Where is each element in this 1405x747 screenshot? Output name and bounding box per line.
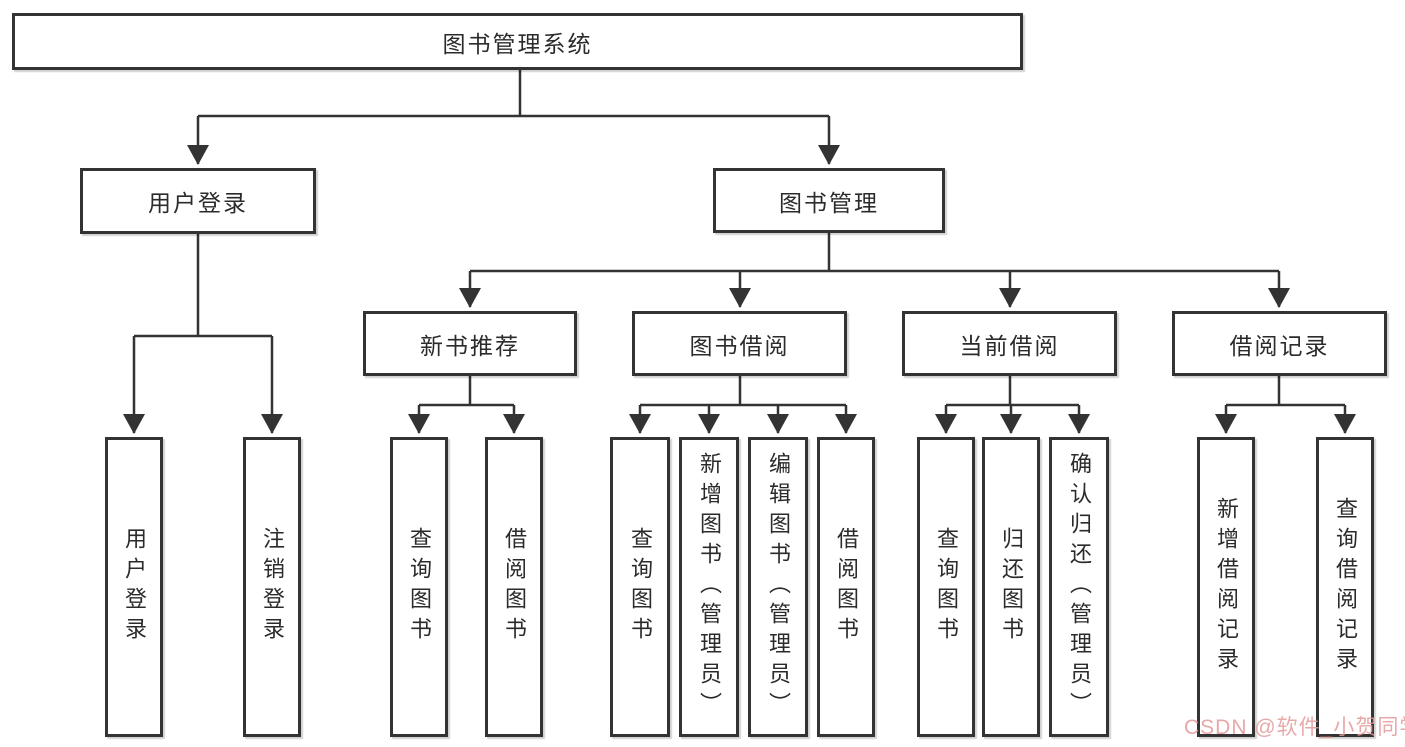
leaf-current-confirm-return-admin: 确认归还（管理员） [1049, 437, 1109, 737]
node-user-login: 用户登录 [80, 168, 316, 234]
leaf-current-query-books: 查询图书 [917, 437, 975, 737]
node-borrow-records: 借阅记录 [1172, 311, 1387, 376]
leaf-borrow-borrow-books: 借阅图书 [817, 437, 875, 737]
leaf-current-return-books: 归还图书 [982, 437, 1040, 737]
node-book-borrow: 图书借阅 [632, 311, 847, 376]
tree-trunk-lines [134, 70, 1345, 407]
leaf-borrow-add-books-admin: 新增图书（管理员） [679, 437, 739, 737]
node-new-book-rec: 新书推荐 [363, 311, 577, 376]
leaf-newrec-borrow-books: 借阅图书 [485, 437, 543, 737]
node-root: 图书管理系统 [12, 13, 1023, 70]
node-current-borrow: 当前借阅 [902, 311, 1117, 376]
csdn-watermark: CSDN @软件_小贺同学 [1184, 716, 1405, 739]
leaf-records-add-record: 新增借阅记录 [1197, 437, 1255, 737]
leaf-borrow-query-books: 查询图书 [610, 437, 670, 737]
leaf-user-login: 用户登录 [105, 437, 163, 737]
leaf-logout: 注销登录 [243, 437, 301, 737]
leaf-records-query-record: 查询借阅记录 [1316, 437, 1374, 737]
leaf-newrec-query-books: 查询图书 [390, 437, 448, 737]
node-book-mgmt: 图书管理 [713, 168, 945, 233]
leaf-borrow-edit-books-admin: 编辑图书（管理员） [748, 437, 808, 737]
